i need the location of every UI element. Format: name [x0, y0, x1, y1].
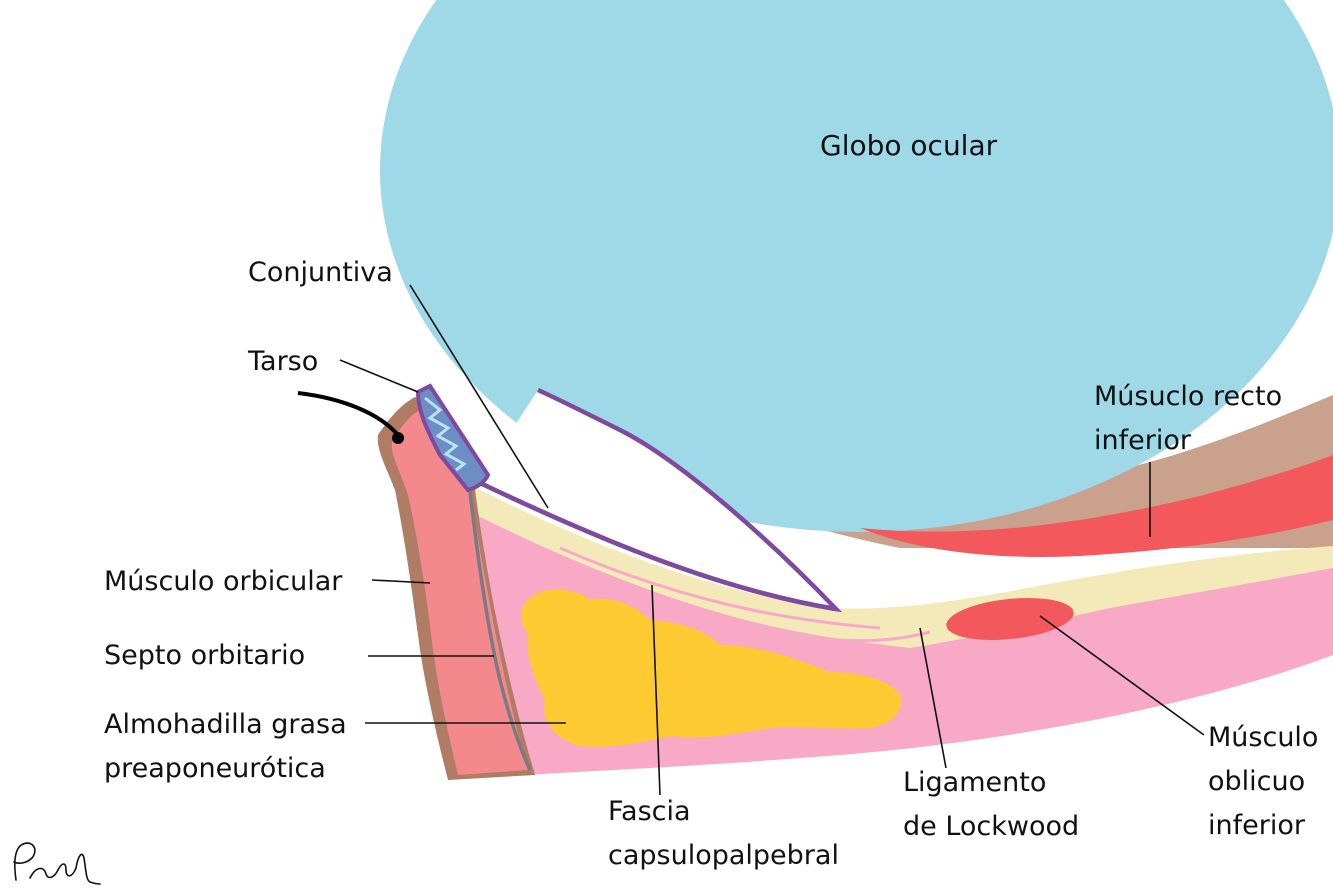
label-lockwood-ligament: Ligamento de Lockwood [903, 767, 1079, 842]
label-capsulopalpebral-fascia: Fascia capsulopalpebral [608, 796, 839, 871]
leader-inferior-oblique [1039, 615, 1205, 736]
label-globe: Globo ocular [820, 129, 998, 162]
orbicularis-muscle [391, 410, 528, 775]
label-inferior-rectus: Músuclo recto inferior [1094, 381, 1291, 456]
inferior-oblique-muscle [946, 598, 1074, 640]
conjunctiva-line [477, 479, 837, 612]
label-conjunctiva: Conjuntiva [248, 257, 393, 288]
capsulopalpebral-fascia [470, 485, 1333, 648]
leader-conjunctiva [409, 284, 549, 509]
leader-lockwood-ligament [919, 627, 947, 769]
label-inferior-oblique: Músculo oblicuo inferior [1208, 722, 1327, 841]
tarsal-glands [424, 396, 467, 472]
eyelash [297, 391, 400, 437]
rectus-sheath-region [540, 392, 1333, 548]
orbital-septum [468, 491, 532, 771]
preaponeurotic-fat-pad [521, 589, 901, 747]
leader-orbicularis [371, 579, 431, 584]
eyelash-root [392, 432, 404, 444]
label-tarsus: Tarso [247, 346, 318, 377]
label-orbital-septum: Septo orbitario [104, 640, 305, 671]
label-fat-pad: Almohadilla grasa preaponeurótica [104, 709, 355, 784]
label-orbicularis: Músculo orbicular [104, 566, 343, 597]
leader-tarsus [339, 359, 419, 393]
handwritten-signature [13, 842, 101, 885]
inferior-rectus-muscle [860, 455, 1333, 557]
eye-globe [380, 0, 1333, 532]
leader-capsulopalpebral-fascia [651, 584, 661, 796]
